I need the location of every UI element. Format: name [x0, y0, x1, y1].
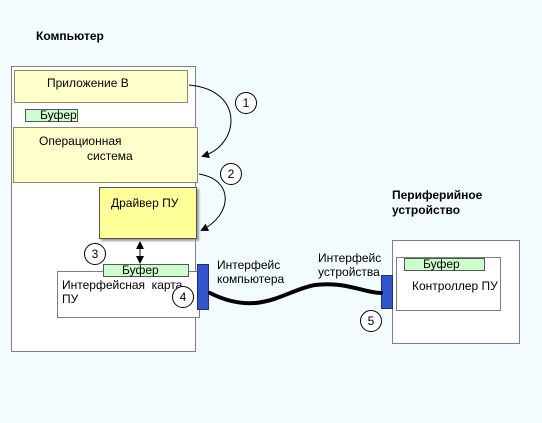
- arrow-os-to-driver: [198, 173, 226, 231]
- os-block: Операционная система: [13, 127, 198, 183]
- driver-label: Драйвер ПУ: [111, 196, 179, 210]
- card-label-line2: ПУ: [62, 292, 79, 306]
- peripheral-title-line2: устройство: [392, 203, 461, 217]
- step-3-marker: 3: [84, 243, 106, 265]
- device-interface-label-line1: Интерфейс: [318, 251, 382, 265]
- device-interface-label-line2: устройства: [318, 265, 380, 279]
- computer-interface-label-line2: компьютера: [217, 272, 285, 286]
- peripheral-title-line1: Периферийное: [392, 188, 483, 202]
- card-buffer: Буфер: [103, 264, 189, 277]
- step-2-marker: 2: [220, 163, 242, 185]
- computer-interface-label-line1: Интерфейс: [217, 258, 281, 272]
- arrow-app-to-os: [188, 84, 232, 159]
- controller-label: Контроллер ПУ: [412, 279, 498, 293]
- step-4-marker: 4: [172, 286, 194, 308]
- driver-block: Драйвер ПУ: [99, 187, 197, 239]
- computer-interface-port: [197, 264, 209, 310]
- computer-title: Компьютер: [36, 29, 104, 43]
- buffer-top: Буфер: [25, 109, 78, 122]
- interface-cable: [208, 282, 383, 306]
- os-label-line1: Операционная: [39, 134, 122, 148]
- step-5-marker: 5: [360, 310, 382, 332]
- os-label-line2: система: [87, 149, 133, 163]
- application-label: Приложение В: [47, 76, 129, 90]
- step-1-marker: 1: [235, 92, 257, 114]
- application-block: Приложение В: [14, 70, 188, 103]
- peripheral-buffer: Буфер: [404, 258, 485, 271]
